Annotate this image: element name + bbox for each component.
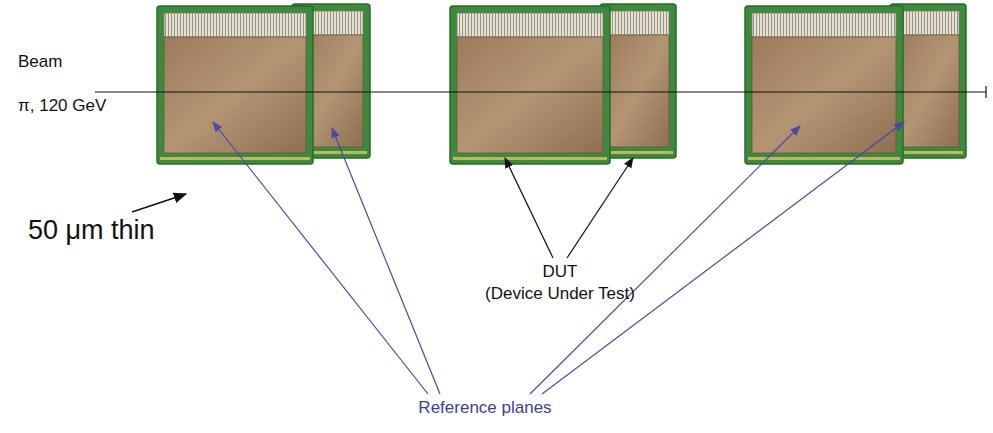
pcb-pads: [748, 157, 900, 160]
silicon-sensor: [164, 37, 306, 153]
readout-chips: [164, 13, 306, 37]
silicon-sensor: [897, 35, 959, 147]
beam-label: Beam: [18, 52, 62, 72]
pcb-frame: [157, 6, 313, 164]
pcb-pads: [160, 157, 310, 160]
readout-chips: [752, 13, 896, 37]
readout-chips: [457, 13, 603, 37]
reference-label: Reference planes: [418, 398, 551, 418]
pcb-frame: [450, 6, 610, 164]
silicon-sensor: [752, 37, 896, 153]
sensor-plane: [600, 4, 676, 158]
leader-arrow: [530, 126, 800, 394]
readout-chips: [897, 11, 959, 35]
leader-arrow: [505, 158, 553, 258]
leader-arrow: [132, 194, 186, 212]
dut-description: (Device Under Test): [485, 284, 635, 304]
leader-arrow: [567, 158, 633, 258]
leader-arrow: [332, 128, 440, 394]
silicon-sensor: [607, 35, 669, 147]
beam-particle: π, 120 GeV: [18, 96, 106, 116]
pcb-pads: [453, 157, 607, 160]
beam-end-tick: [985, 86, 986, 98]
sensor-plane: [157, 6, 313, 164]
dut-label: DUT: [543, 262, 578, 282]
sensor-plane: [450, 6, 610, 164]
line-group: [95, 86, 986, 394]
readout-chips: [607, 11, 669, 35]
beam-line: [95, 91, 986, 92]
silicon-sensor: [457, 37, 603, 153]
thickness-note: 50 μm thin: [28, 215, 155, 246]
pcb-frame: [600, 4, 676, 158]
leader-arrow: [213, 122, 428, 394]
pcb-pads: [603, 151, 673, 154]
sensor-group: [157, 4, 966, 164]
leader-arrow: [542, 122, 904, 394]
